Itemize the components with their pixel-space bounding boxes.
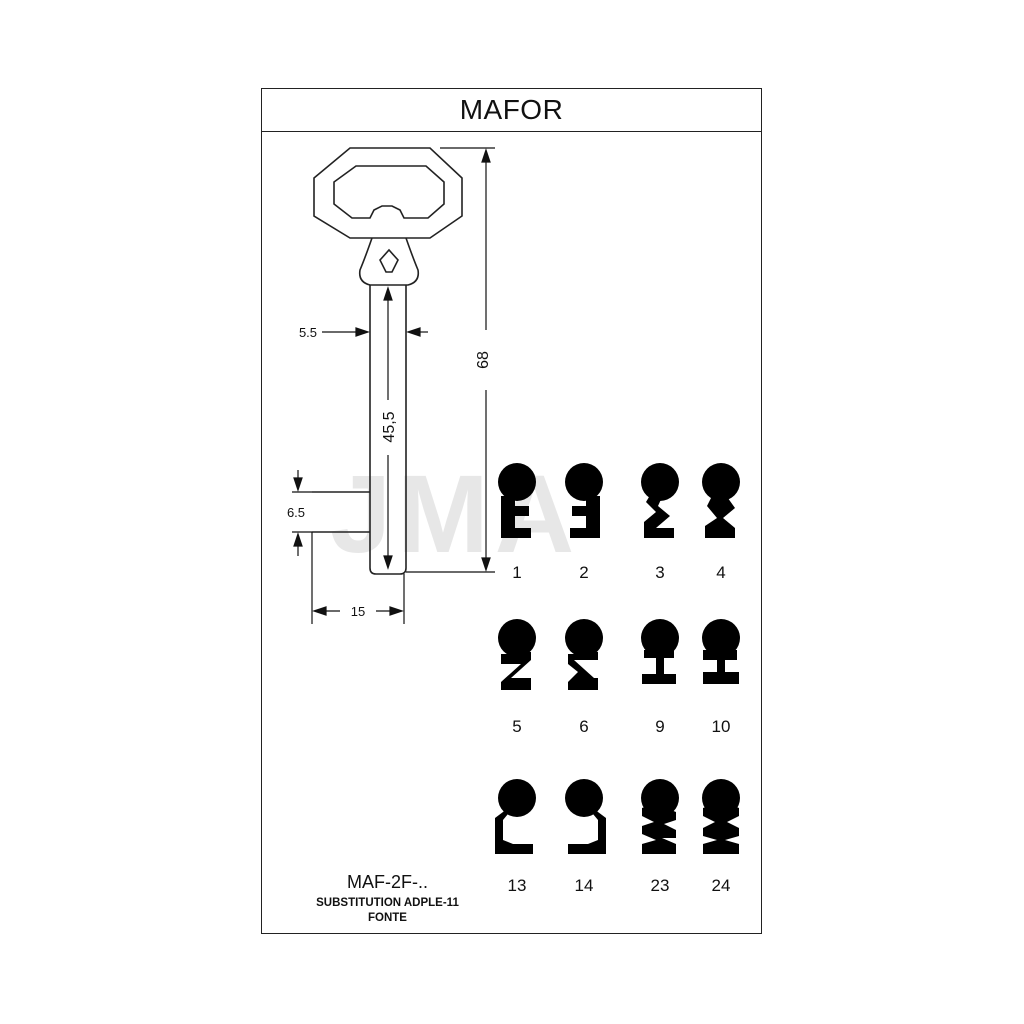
dim-blade-length: 45,5 (381, 411, 398, 442)
profile-23 (641, 779, 679, 854)
profile-head (641, 463, 679, 501)
dim-bit-height: 6.5 (287, 505, 305, 520)
reference-code: MAF-2F-.. (347, 872, 428, 892)
profile-body (642, 638, 676, 684)
reference-block: MAF-2F-.. SUBSTITUTION ADPLE-11 FONTE (305, 872, 470, 924)
profile-head (498, 779, 536, 817)
material-text: FONTE (368, 912, 407, 924)
profile-13 (495, 779, 536, 854)
dim-total-length: 68 (475, 351, 492, 369)
profile-body (568, 800, 606, 854)
profile-10 (702, 619, 740, 684)
profile-label: 24 (712, 876, 731, 895)
profile-body (501, 484, 531, 538)
profile-label: 3 (655, 563, 664, 582)
profile-body (495, 800, 533, 854)
watermark-logo: JMA (330, 453, 580, 576)
profile-label: 2 (579, 563, 588, 582)
profile-14 (565, 779, 606, 854)
profile-label: 13 (508, 876, 527, 895)
profile-body (703, 798, 739, 854)
profile-label: 9 (655, 717, 664, 736)
profile-body (705, 484, 735, 538)
profile-5 (498, 619, 536, 690)
profile-label: 1 (512, 563, 521, 582)
profile-4 (702, 463, 740, 538)
profile-head (702, 463, 740, 501)
profile-body (644, 484, 674, 538)
profile-label: 5 (512, 717, 521, 736)
profile-2 (565, 463, 603, 538)
dimension-lines (292, 147, 495, 624)
brand-title: MAFOR (459, 94, 564, 125)
profile-24 (702, 779, 740, 854)
dim-bit-width: 15 (351, 604, 365, 619)
profile-head (498, 463, 536, 501)
profile-body (501, 638, 531, 690)
profile-body (570, 484, 600, 538)
profile-label: 4 (716, 563, 725, 582)
dim-shank-width: 5.5 (299, 325, 317, 340)
brand-header: MAFOR (262, 89, 761, 132)
profile-label: 10 (712, 717, 731, 736)
profile-label: 23 (651, 876, 670, 895)
profile-1 (498, 463, 536, 538)
key-shank (312, 285, 407, 575)
profile-head (565, 463, 603, 501)
substitution-text: SUBSTITUTION ADPLE-11 (316, 897, 459, 909)
profile-6 (565, 619, 603, 690)
profile-9 (641, 619, 679, 684)
watermark-text: JMA (330, 453, 580, 576)
key-bow (313, 147, 463, 286)
profile-body (642, 798, 676, 854)
profile-label: 6 (579, 717, 588, 736)
profile-label: 14 (575, 876, 594, 895)
profile-body (703, 638, 739, 684)
profile-3 (641, 463, 679, 538)
profile-head (565, 779, 603, 817)
profile-body (568, 638, 598, 690)
